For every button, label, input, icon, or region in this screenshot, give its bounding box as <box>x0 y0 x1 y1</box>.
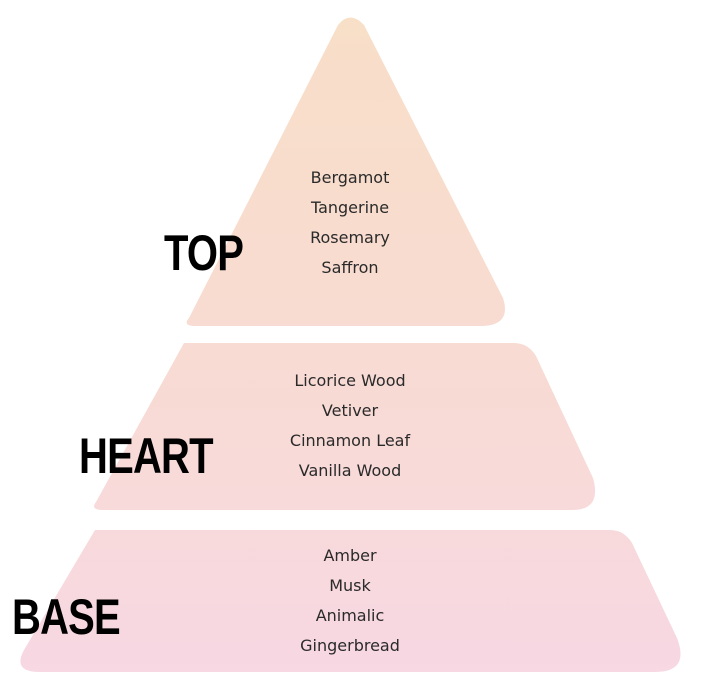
note-item: Licorice Wood <box>294 371 406 390</box>
note-item: Tangerine <box>310 198 390 217</box>
note-item: Vetiver <box>321 401 379 420</box>
pyramid-tier-base <box>20 530 681 672</box>
top-notes-list: Bergamot Tangerine Rosemary Saffron <box>250 163 450 283</box>
base-notes-list: Amber Musk Animalic Gingerbread <box>250 541 450 661</box>
pyramid-tier-heart <box>94 343 596 510</box>
heart-notes-list: Licorice Wood Vetiver Cinnamon Leaf Vani… <box>250 366 450 486</box>
pyramid-tier-top <box>186 17 505 326</box>
note-item: Bergamot <box>310 168 390 187</box>
tier-label-top: TOP <box>164 225 244 281</box>
note-item: Animalic <box>315 606 385 625</box>
tier-label-heart: HEART <box>79 428 214 484</box>
note-item: Gingerbread <box>300 636 400 655</box>
note-item: Amber <box>323 546 377 565</box>
note-item: Cinnamon Leaf <box>289 431 411 450</box>
note-item: Saffron <box>321 258 379 277</box>
note-item: Vanilla Wood <box>298 461 402 480</box>
note-item: Musk <box>329 576 371 595</box>
tier-label-base: BASE <box>12 589 121 645</box>
note-item: Rosemary <box>310 228 390 247</box>
